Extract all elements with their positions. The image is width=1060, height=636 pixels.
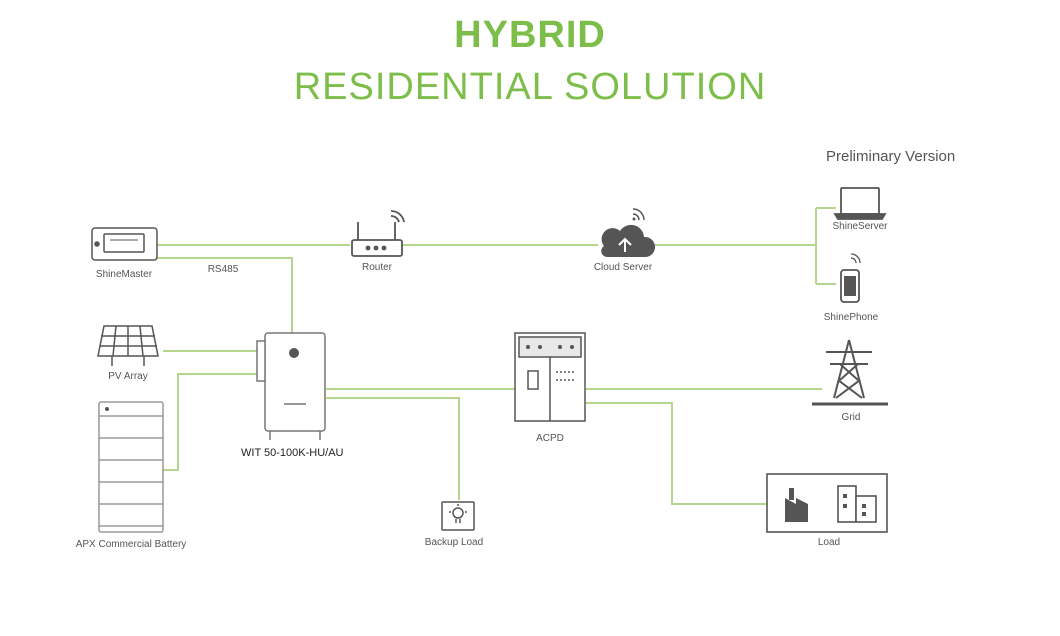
preliminary-version-label: Preliminary Version [826,148,956,165]
cloud-server-label: Cloud Server [593,262,653,273]
router-label: Router [361,262,393,273]
connection-lines [157,207,836,505]
pv-array-label: PV Array [108,371,148,382]
pv-array-icon [97,325,159,366]
shinemaster-label: ShineMaster [95,269,153,280]
page-subtitle: RESIDENTIAL SOLUTION [293,66,767,108]
rs485-label: RS485 [207,264,239,275]
router-icon [351,210,405,257]
grid-tower-icon [812,339,888,406]
shinephone-label: ShinePhone [823,312,879,323]
grid-label: Grid [841,412,861,423]
inverter-icon [256,332,326,440]
laptop-icon [833,187,887,220]
acpd-label: ACPD [536,433,564,444]
line-battery [163,373,258,471]
load-label: Load [817,537,841,548]
line-backup [326,397,460,500]
shinemaster-icon [91,227,158,261]
cloud-server-icon [601,208,656,258]
inverter-model-label: WIT 50-100K-HU/AU [241,447,344,459]
battery-icon [98,401,164,533]
acpd-icon [514,332,586,422]
page-title: HYBRID [454,14,606,56]
backup-load-label: Backup Load [424,537,484,548]
load-icon [766,473,888,533]
backup-load-icon [441,501,475,531]
line-rs485 [157,257,293,334]
phone-icon [840,253,861,303]
battery-label: APX Commercial Battery [75,539,187,550]
shineserver-label: ShineServer [832,221,888,232]
line-acpd-load [586,402,766,505]
